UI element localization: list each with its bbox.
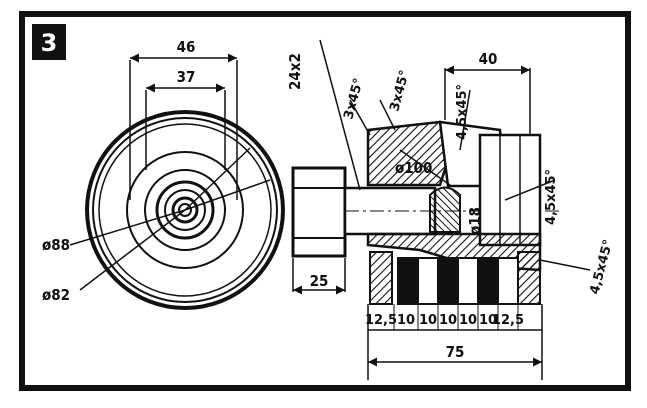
segment-label: 10 [459, 313, 477, 328]
dim-diameter-outer: ø88 [42, 236, 70, 254]
segment-label: 10 [397, 313, 415, 328]
dim-chamfer-4: 4,5x45° [544, 169, 559, 225]
segment-label: 12,5 [492, 313, 524, 328]
dim-outer-width: 46 [177, 38, 196, 56]
figure-number: 3 [41, 29, 58, 57]
dim-diameter-inner: ø82 [42, 286, 70, 304]
segment-label: 10 [439, 313, 457, 328]
segment-label: 12,5 [365, 313, 397, 328]
dim-thread: 24x2 [286, 53, 304, 90]
section-view [291, 39, 591, 380]
dim-top-width: 40 [479, 50, 498, 68]
figure-number-badge: 3 [32, 24, 66, 60]
dim-nut-width: 25 [310, 272, 329, 290]
front-view [69, 53, 285, 310]
dim-inner-width: 37 [177, 68, 196, 86]
segment-label: 10 [479, 313, 497, 328]
dim-chamfer-3: 4,5x45° [455, 84, 470, 140]
dim-bore-diameter: ø100 [395, 159, 432, 177]
segment-label: 10 [419, 313, 437, 328]
dim-total-length: 75 [446, 343, 465, 361]
dim-hub-diameter: ø18 [466, 207, 484, 235]
